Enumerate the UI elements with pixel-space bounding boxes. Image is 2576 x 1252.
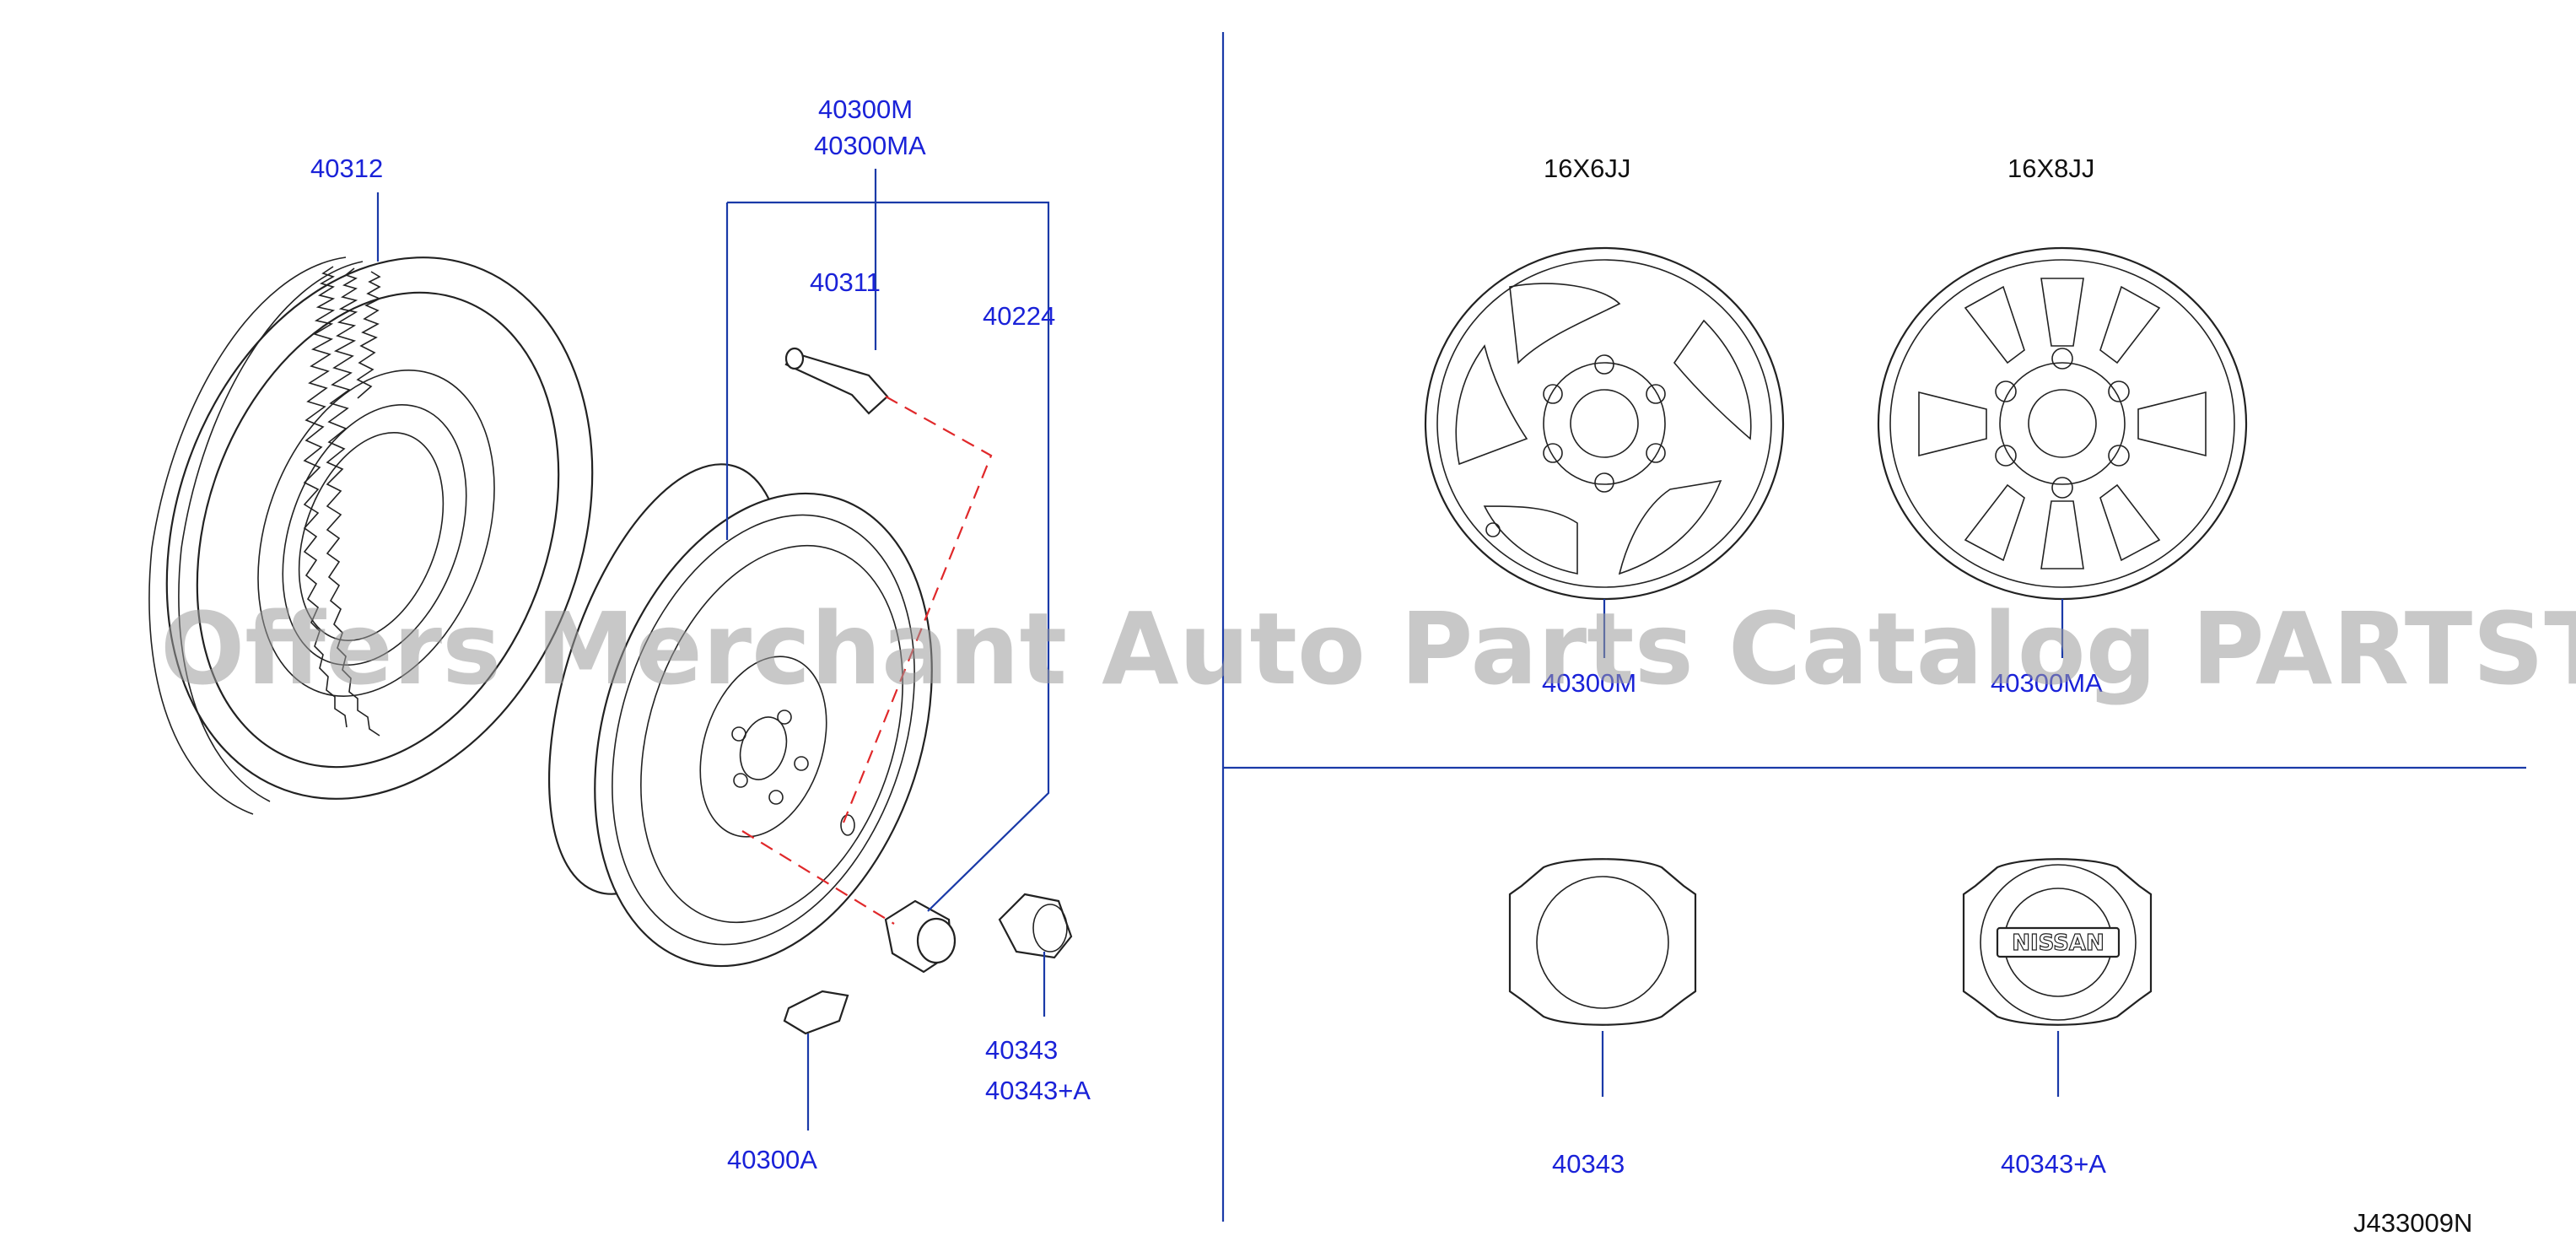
label-wheel-6jj-size: 16X6JJ [1544,154,1630,183]
label-cap-left-1[interactable]: 40343 [985,1035,1058,1065]
center-cap-logo-drawing[interactable]: NISSAN [1962,858,2153,1097]
panel-dividers [1221,32,2526,1222]
label-wheel-8jj-size: 16X8JJ [2007,154,2094,183]
diagram-code: J433009N [2353,1208,2472,1238]
label-tire[interactable]: 40312 [310,154,383,183]
valve-stem-drawing[interactable] [784,347,889,415]
wheel-rim-drawing[interactable] [503,436,989,1010]
balance-weight-drawing[interactable] [783,990,849,1035]
label-cap-logo[interactable]: 40343+A [2001,1149,2106,1179]
label-nut[interactable]: 40224 [983,301,1055,331]
label-wheel-8jj-part[interactable]: 40300MA [1991,668,2103,698]
label-cap-left-2[interactable]: 40343+A [985,1076,1091,1105]
wheel-8jj-drawing[interactable] [1877,246,2248,658]
center-cap-plain-drawing[interactable] [1508,858,1697,1097]
part-labels: 40312 40300M 40300MA 40311 40224 40343 4… [310,94,2472,1238]
tire-drawing[interactable] [94,197,666,859]
label-wheel-group-2[interactable]: 40300MA [814,131,926,160]
watermark-text: Offers Merchant Auto Parts Catalog PARTS… [160,591,2576,707]
label-wheel-6jj-part[interactable]: 40300M [1542,668,1636,698]
center-cap-small-drawing[interactable] [998,893,1073,959]
label-cap-plain[interactable]: 40343 [1552,1149,1625,1179]
label-wheel-group-1[interactable]: 40300M [818,94,913,124]
label-valve[interactable]: 40311 [810,267,881,297]
label-weight[interactable]: 40300A [727,1145,817,1174]
lug-nut-drawing[interactable] [884,899,957,974]
nissan-logo-text: NISSAN [2012,931,2104,956]
left-leaders [376,169,1050,1131]
assembly-dashes [741,396,993,925]
wheel-6jj-drawing[interactable] [1424,246,1785,658]
